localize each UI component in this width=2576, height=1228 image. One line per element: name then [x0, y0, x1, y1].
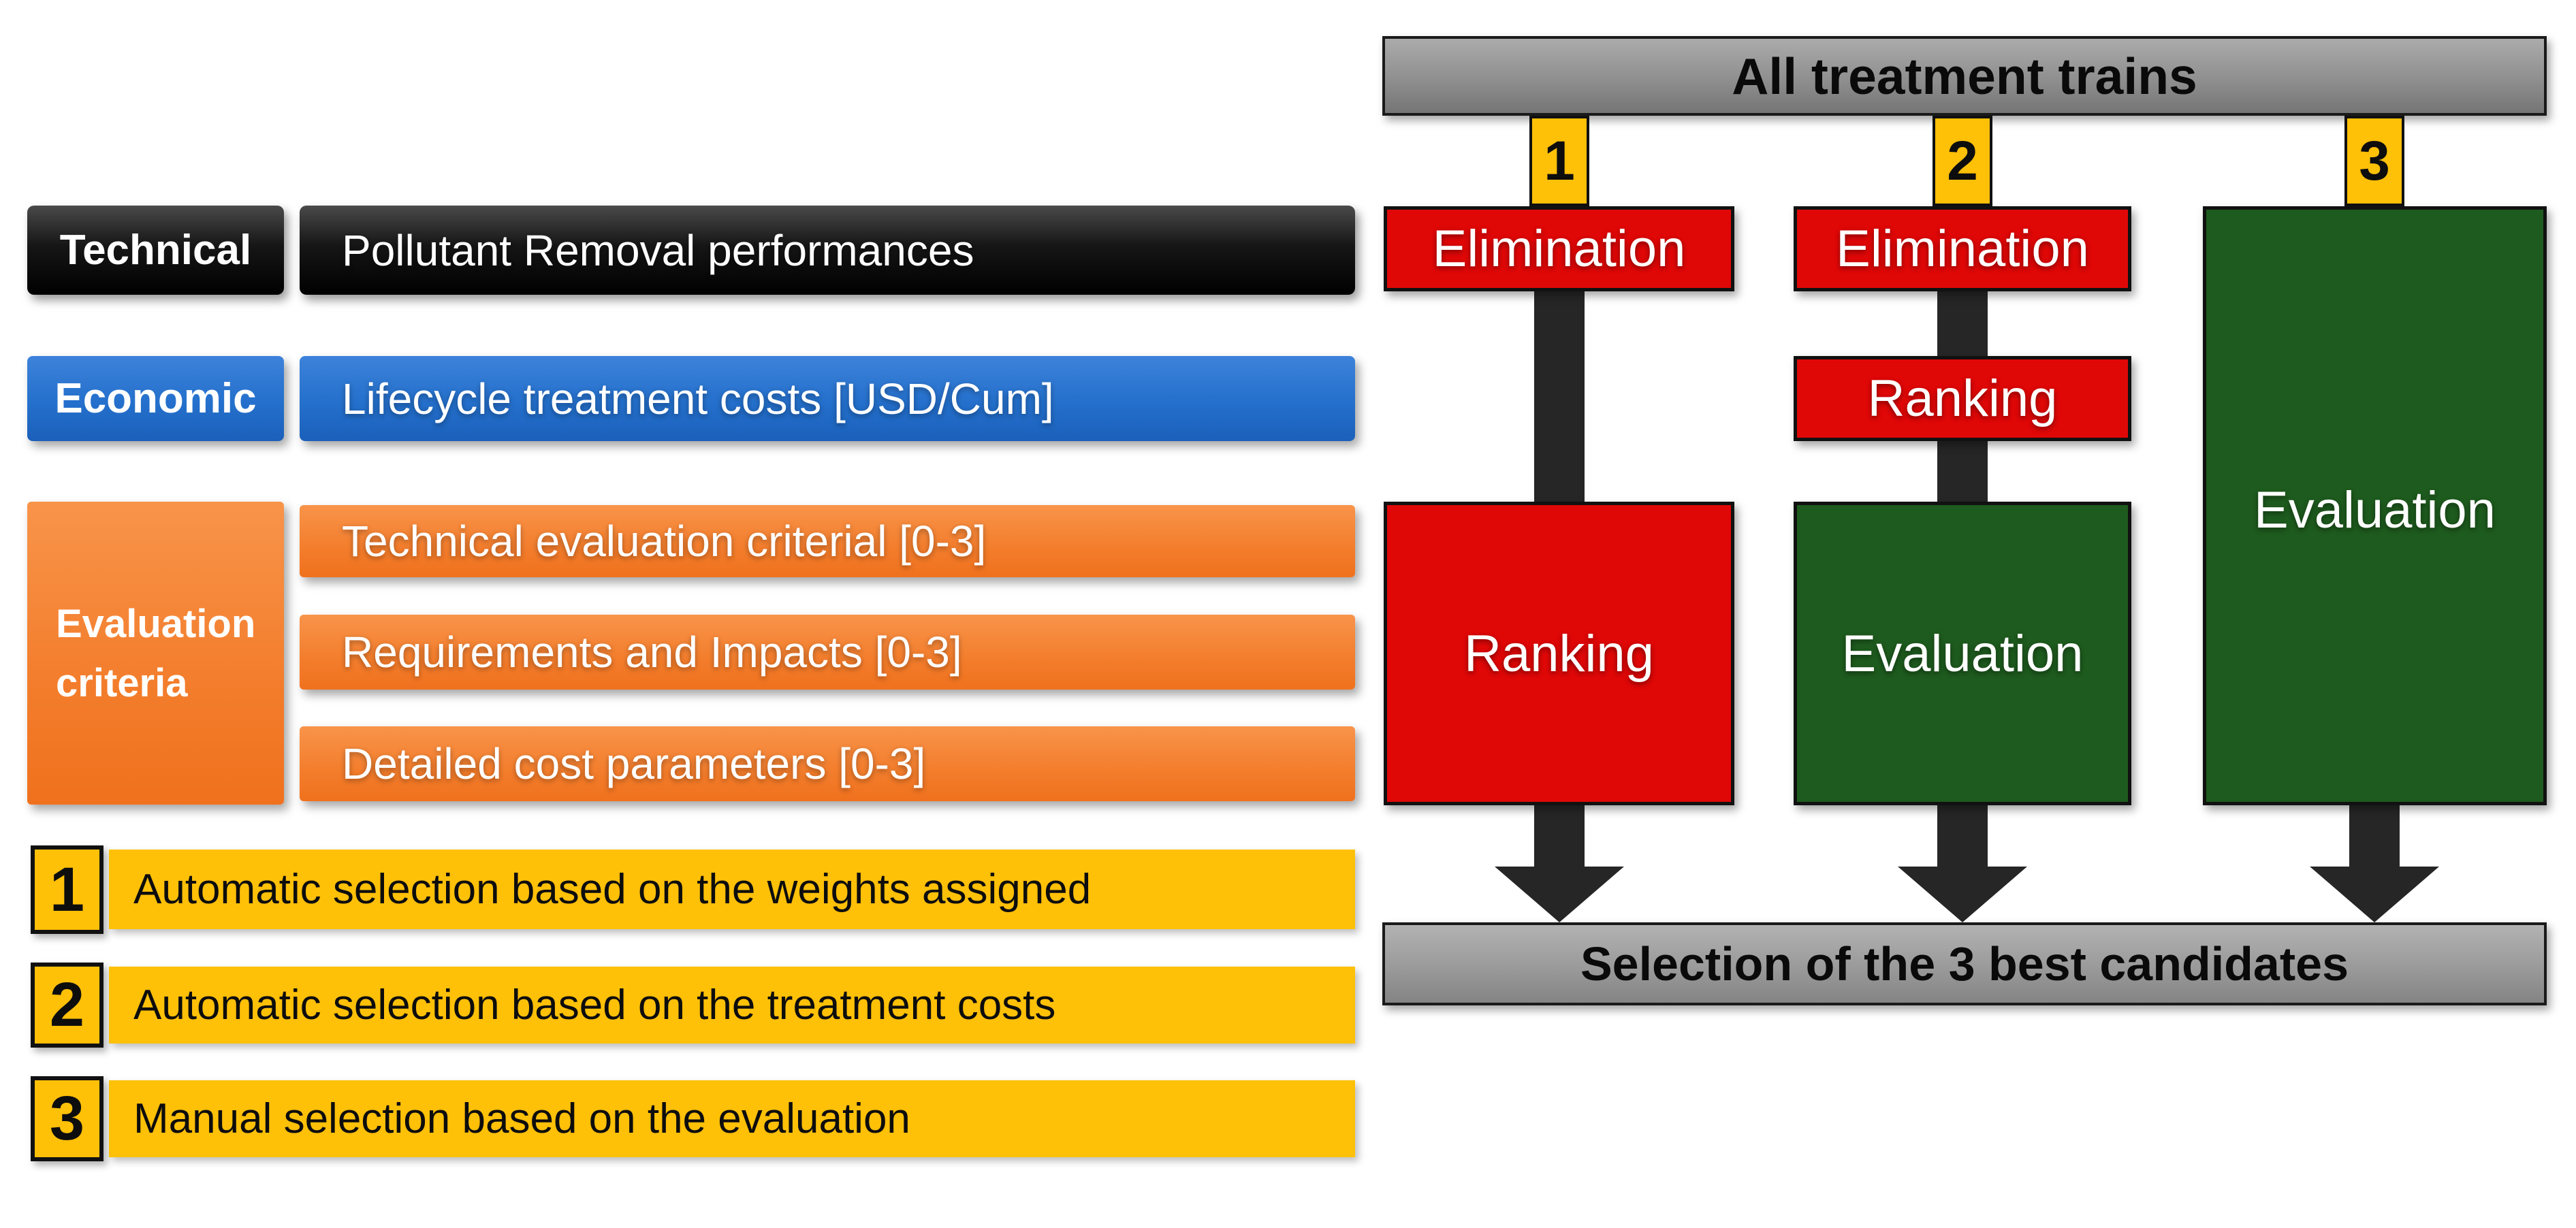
technical-label-box: Technical	[27, 206, 284, 295]
col2-ranking-box: Ranking	[1794, 356, 2131, 441]
col2-connector-lower	[1937, 441, 1988, 502]
col1-elimination-box: Elimination	[1384, 206, 1734, 291]
col3-arrow-stem	[2349, 805, 2400, 868]
col2-connector-upper	[1937, 291, 1988, 356]
technical-criterion-bar: Pollutant Removal performances	[300, 206, 1355, 295]
legend-1-text: Automatic selection based on the weights…	[109, 850, 1355, 929]
col1-arrow-head	[1495, 867, 1624, 922]
evaluation-bar-requirements: Requirements and Impacts [0-3]	[300, 615, 1355, 690]
legend-2-number: 2	[31, 963, 104, 1048]
legend-3-text: Manual selection based on the evaluation	[109, 1080, 1355, 1157]
connector-number-3: 3	[2344, 116, 2404, 206]
connector-number-2: 2	[1933, 116, 1992, 206]
evaluation-criteria-label-line2: criteria	[56, 660, 188, 705]
selection-best-candidates-bar: Selection of the 3 best candidates	[1382, 922, 2547, 1005]
evaluation-criteria-label-box: Evaluation criteria	[27, 502, 284, 805]
legend-3-number: 3	[31, 1076, 104, 1161]
col3-evaluation-box: Evaluation	[2203, 206, 2547, 805]
legend-1-number: 1	[31, 845, 104, 934]
col1-connector	[1534, 291, 1585, 502]
evaluation-criteria-label-line1: Evaluation	[56, 601, 256, 646]
col2-arrow-head	[1898, 867, 2027, 922]
col1-arrow-stem	[1534, 805, 1585, 868]
economic-label-box: Economic	[27, 356, 284, 441]
evaluation-criteria-label: Evaluation criteria	[56, 594, 255, 713]
col2-elimination-box: Elimination	[1794, 206, 2131, 291]
legend-2-text: Automatic selection based on the treatme…	[109, 967, 1355, 1044]
col1-ranking-box: Ranking	[1384, 502, 1734, 805]
evaluation-bar-technical: Technical evaluation criterial [0-3]	[300, 505, 1355, 577]
economic-criterion-bar: Lifecycle treatment costs [USD/Cum]	[300, 356, 1355, 441]
col2-evaluation-box: Evaluation	[1794, 502, 2131, 805]
col2-arrow-stem	[1937, 805, 1988, 868]
all-treatment-trains-bar: All treatment trains	[1382, 36, 2547, 116]
evaluation-bar-costs: Detailed cost parameters [0-3]	[300, 726, 1355, 801]
col3-arrow-head	[2310, 867, 2439, 922]
connector-number-1: 1	[1529, 116, 1589, 206]
